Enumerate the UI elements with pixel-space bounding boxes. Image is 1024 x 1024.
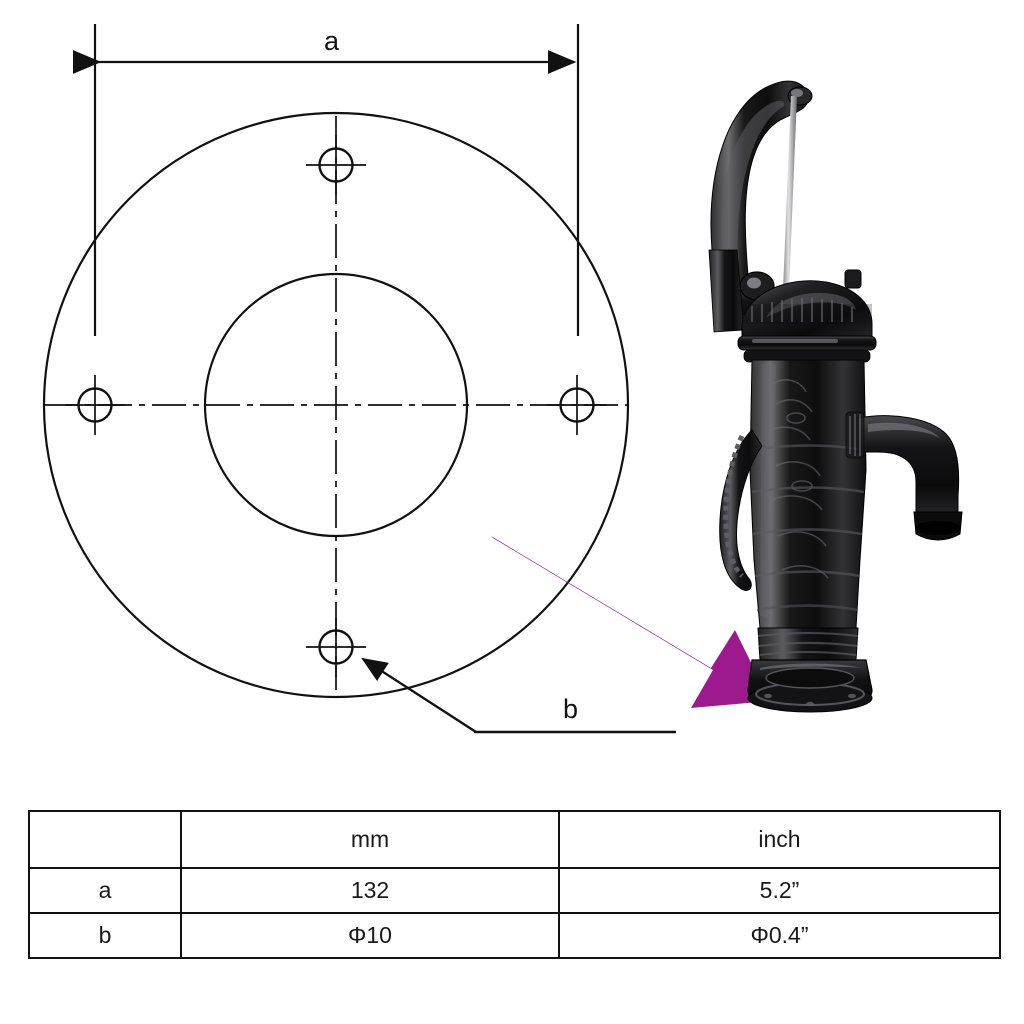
pump-cap-ring-highlight (752, 339, 838, 343)
pump-body-bands (751, 444, 865, 612)
row-label-b: b (28, 912, 182, 959)
pump-base-highlight (760, 663, 862, 670)
table-header-row: mm inch (28, 810, 1001, 869)
row-a-mm-value: 132 (180, 867, 560, 914)
pump-collar-ribs (740, 298, 872, 324)
header-cell-empty (28, 810, 182, 869)
pump-base-bolt-holes (764, 693, 856, 707)
row-b-inch-value: Φ0.4” (558, 912, 1001, 959)
pump-body-ornament (769, 379, 829, 579)
row-b-mm-value: Φ10 (180, 912, 560, 959)
callout-arrow (491, 536, 770, 708)
pump-lower-neck-ribs (757, 632, 859, 656)
pump-assembly (708, 80, 963, 713)
pump-bonnet-dome (741, 280, 873, 339)
pump-rod (783, 96, 797, 290)
pump-body-highlight (760, 364, 776, 620)
pump-spout (857, 415, 960, 529)
pump-spout-outlet (915, 521, 961, 535)
dimension-label-a: a (324, 26, 340, 56)
row-a-inch-value: 5.2” (558, 867, 1001, 914)
pump-base-flange-inner (765, 667, 855, 689)
row-label-a: a (28, 867, 182, 914)
dimension-label-b: b (563, 694, 579, 724)
table-row: b Φ10 Φ0.4” (28, 912, 1001, 959)
pump-bonnet-knob (844, 269, 862, 289)
pump-lever-pivot-bolt (747, 277, 761, 289)
pump-spout-highlight (868, 422, 940, 438)
leader-line-b-diagonal (361, 657, 477, 734)
pump-side-bracket-chain (723, 434, 745, 578)
specification-table: mm inch a 132 5.2” b Φ10 Φ0.4” (28, 810, 1001, 959)
pump-spout-collar (845, 411, 865, 459)
table-row: a 132 5.2” (28, 867, 1001, 914)
pump-handle-pin-highlight (791, 89, 803, 97)
header-cell-mm: mm (180, 810, 560, 869)
pump-handle-highlight (721, 100, 785, 294)
header-cell-inch: inch (558, 810, 1001, 869)
pump-bonnet-highlight (766, 293, 856, 318)
